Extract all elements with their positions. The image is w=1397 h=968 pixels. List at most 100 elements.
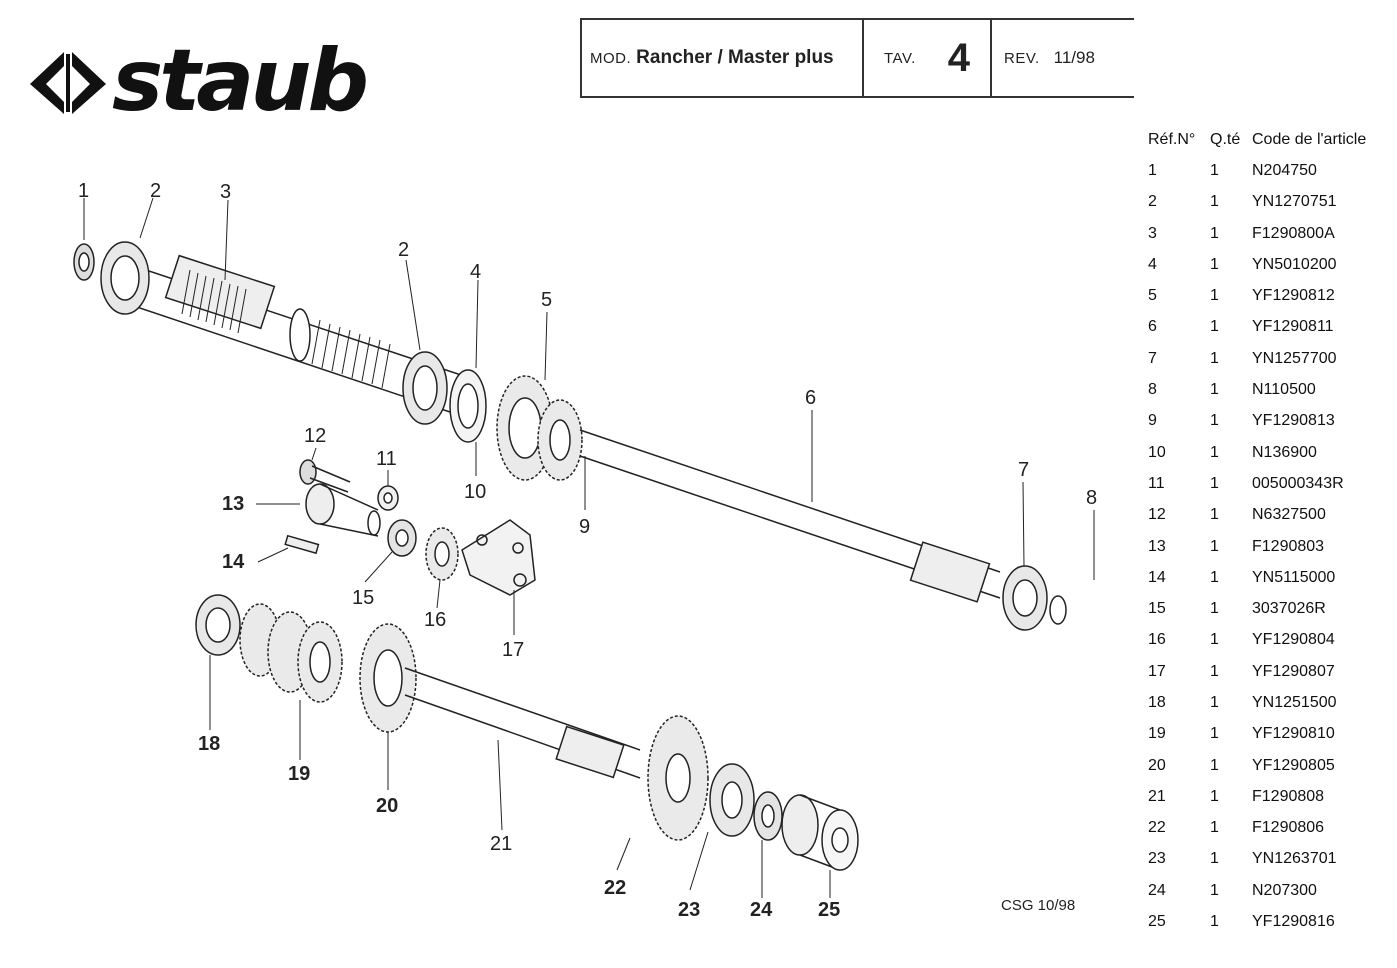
ref-cell: 21	[1148, 787, 1166, 805]
table-row: 24 1 N207300	[1148, 875, 1397, 906]
callout-23: 23	[678, 899, 700, 921]
qty-cell: 1	[1210, 381, 1219, 399]
leader-lines	[83, 197, 1095, 898]
washer-4	[449, 369, 487, 443]
ref-cell: 2	[1148, 193, 1157, 211]
callout-12: 12	[304, 425, 326, 447]
code-cell: YF1290804	[1252, 631, 1335, 649]
header-qty: Q.té	[1210, 130, 1241, 148]
qty-cell: 1	[1210, 913, 1219, 931]
qty-cell: 1	[1210, 161, 1219, 179]
code-cell: YF1290807	[1252, 662, 1335, 680]
qty-cell: 1	[1210, 568, 1219, 586]
qty-cell: 1	[1210, 600, 1219, 618]
qty-cell: 1	[1210, 787, 1219, 805]
table-row: 21 1 F1290808	[1148, 781, 1397, 812]
washer-11	[377, 485, 399, 511]
ref-cell: 25	[1148, 913, 1166, 931]
ref-cell: 16	[1148, 631, 1166, 649]
code-cell: N110500	[1252, 381, 1316, 399]
staub-logo-mark: staub	[30, 31, 371, 118]
code-cell: F1290800A	[1252, 224, 1335, 242]
qty-cell: 1	[1210, 349, 1219, 367]
callout-3: 3	[220, 181, 231, 203]
ref-cell: 3	[1148, 224, 1157, 242]
drawing-code: CSG 10/98	[1001, 897, 1076, 914]
callout-18: 18	[198, 733, 220, 755]
bearing-18	[195, 594, 241, 656]
header-ref: Réf.N°	[1148, 130, 1196, 148]
qty-cell: 1	[1210, 756, 1219, 774]
bearing-1	[73, 243, 95, 281]
code-cell: N6327500	[1252, 506, 1326, 524]
qty-cell: 1	[1210, 224, 1219, 242]
callout-9: 9	[579, 516, 590, 538]
callout-21: 21	[490, 833, 512, 855]
callout-2: 2	[150, 180, 161, 202]
qty-cell: 1	[1210, 881, 1219, 899]
ref-cell: 18	[1148, 693, 1166, 711]
callout-15: 15	[352, 587, 374, 609]
code-cell: F1290808	[1252, 787, 1325, 805]
callout-13: 13	[222, 493, 244, 515]
code-cell: YN1263701	[1252, 850, 1337, 868]
ref-cell: 9	[1148, 412, 1157, 430]
code-cell: YN1251500	[1252, 693, 1337, 711]
qty-cell: 1	[1210, 850, 1219, 868]
tav-cell: TAV. 4	[864, 20, 992, 96]
code-cell: 3037026R	[1252, 600, 1326, 618]
code-cell: N136900	[1252, 443, 1317, 461]
bearing-24	[753, 791, 783, 841]
qty-cell: 1	[1210, 693, 1219, 711]
callout-4: 4	[470, 261, 481, 283]
ref-cell: 14	[1148, 568, 1166, 586]
callout-16: 16	[424, 609, 446, 631]
brand-wordmark: staub	[112, 31, 367, 118]
callout-11: 11	[376, 448, 397, 470]
model-cell: MOD. Rancher / Master plus	[582, 20, 864, 96]
table-row: 23 1 YN1263701	[1148, 844, 1397, 875]
ref-cell: 10	[1148, 443, 1166, 461]
ref-cell: 20	[1148, 756, 1166, 774]
code-cell: N207300	[1252, 881, 1317, 899]
ref-cell: 24	[1148, 881, 1166, 899]
callout-24: 24	[750, 899, 773, 921]
code-cell: YF1290811	[1252, 318, 1334, 336]
callout-8: 8	[1086, 487, 1097, 509]
callout-14: 14	[222, 551, 245, 573]
table-row: 18 1 YN1251500	[1148, 687, 1397, 718]
exploded-drawing: 1 2 3 2 4 5 6 7 8 9 10 11 12 13 14 15 16…	[73, 180, 1097, 921]
ref-cell: 1	[1148, 161, 1157, 179]
ref-cell: 23	[1148, 850, 1166, 868]
callout-17: 17	[502, 639, 524, 661]
qty-cell: 1	[1210, 819, 1219, 837]
ref-cell: 6	[1148, 318, 1157, 336]
qty-cell: 1	[1210, 725, 1219, 743]
ref-cell: 19	[1148, 725, 1166, 743]
qty-cell: 1	[1210, 193, 1219, 211]
pin-13	[305, 483, 381, 537]
code-cell: YF1290816	[1252, 913, 1335, 931]
shaft-21	[404, 667, 641, 779]
ref-cell: 8	[1148, 381, 1157, 399]
tav-number: 4	[947, 35, 970, 80]
circlip-8	[1049, 595, 1067, 625]
callout-10: 10	[464, 481, 486, 503]
ref-cell: 4	[1148, 255, 1157, 273]
code-cell: YN5010200	[1252, 255, 1337, 273]
gear-5	[496, 375, 583, 481]
ref-cell: 12	[1148, 506, 1166, 524]
callouts: 1 2 3 2 4 5 6 7 8 9 10 11 12 13 14 15 16…	[78, 180, 1097, 921]
